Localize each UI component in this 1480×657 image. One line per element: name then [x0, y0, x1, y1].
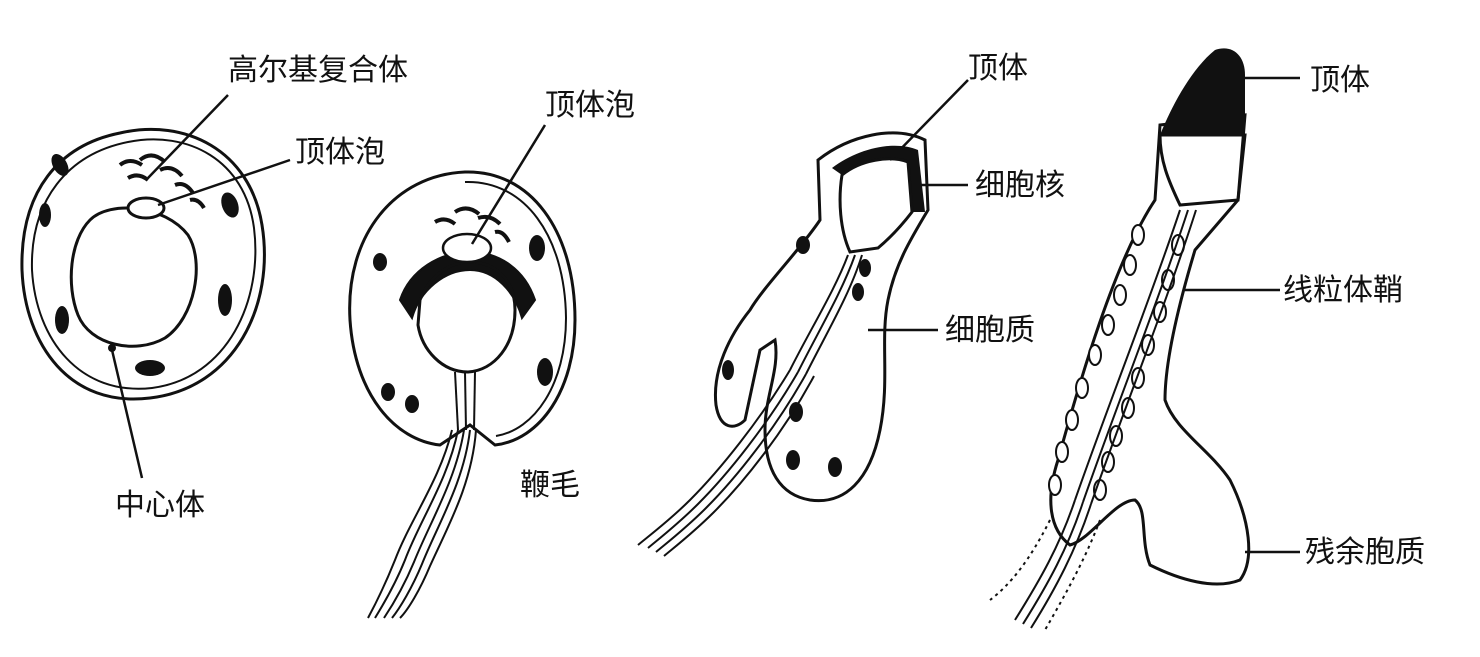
stage3-leaders: [868, 79, 969, 332]
stage3-flagellum: [637, 369, 815, 557]
stage3-acrosome: [832, 145, 925, 212]
stage2-nucleus: [416, 260, 517, 374]
stage3-mitochondria: [722, 236, 871, 477]
stage4-nucleus: [1158, 133, 1247, 207]
stage1-nucleus: [69, 206, 198, 348]
stage4-acrosome-label: 顶体: [1310, 63, 1370, 98]
stage3-cytoplasm-label: 细胞质: [945, 313, 1035, 348]
stage1-acrosomal-vesicle: [126, 196, 166, 220]
stage3-spermatid: [713, 131, 930, 503]
stage4-spermatid: [1048, 48, 1251, 586]
stage1-mitochondria: [39, 154, 239, 376]
stage4-acrosome: [1160, 48, 1245, 136]
stage4-flagellum: [989, 499, 1101, 631]
stage2-spermatid-cell: [348, 170, 577, 447]
stage1-leaders: [110, 94, 291, 479]
stage2-leader: [470, 124, 547, 245]
stage4-mitochondrial-sheath: [1048, 224, 1185, 501]
stage2-flagellum-label: 鞭毛: [520, 468, 580, 503]
stage2-mitochondria: [373, 235, 553, 413]
stage1-centriole: [108, 344, 116, 352]
stage4-residual-cytoplasm-label: 残余胞质: [1305, 535, 1425, 570]
stage3-acrosome-label: 顶体: [968, 51, 1028, 86]
stage1-acrosomal-vesicle-label: 顶体泡: [295, 135, 385, 170]
stage3-nucleus: [838, 157, 914, 254]
stage2-acrosomal-vesicle: [441, 232, 493, 264]
stage2-flagellum: [367, 429, 477, 619]
stage3-nucleus-label: 细胞核: [975, 168, 1065, 203]
stage4-leaders: [1185, 76, 1300, 554]
stage1-golgi-complex: [118, 153, 206, 210]
stage1-spermatid-cell: [20, 127, 266, 401]
stage1-centriole-label: 中心体: [115, 488, 205, 523]
stage4-mitochondrial-sheath-label: 线粒体鞘: [1283, 273, 1403, 308]
stage1-golgi-label: 高尔基复合体: [228, 53, 408, 88]
stage2-acrosomal-vesicle-label: 顶体泡: [545, 88, 635, 123]
